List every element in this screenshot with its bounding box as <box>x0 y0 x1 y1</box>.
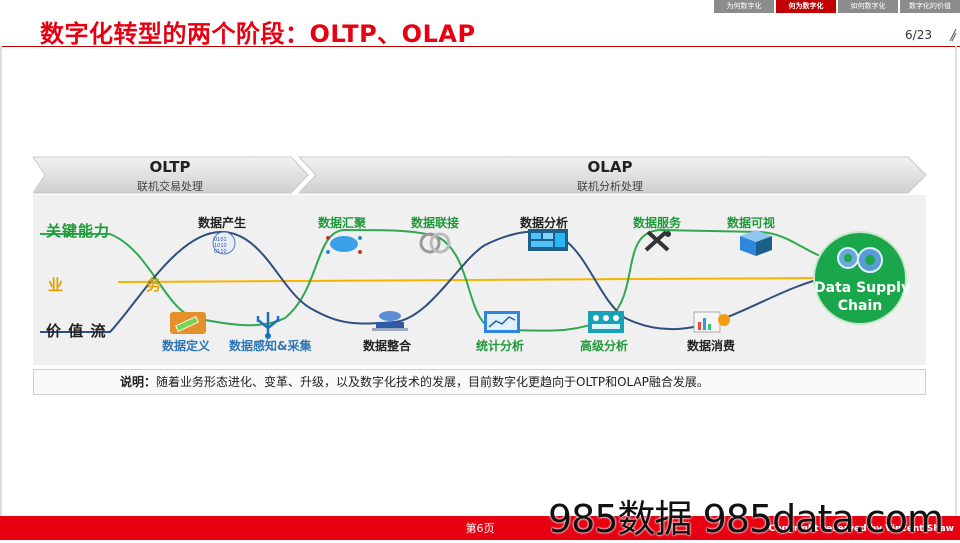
top-nav: 为何数字化 何为数字化 如何数字化 数字化的价值 <box>712 0 960 13</box>
node-advanced-analysis: 高级分析 <box>580 339 629 353</box>
node-statistical-analysis: 统计分析 <box>476 339 525 353</box>
node-data-sensing: 数据感知&采集 <box>229 339 312 353</box>
explanation-note: 说明：随着业务形态进化、变革、升级，以及数字化技术的发展，目前数字化更趋向于OL… <box>33 369 926 395</box>
page-number: 6/23 <box>905 28 932 42</box>
oltp-arrow-shape <box>33 156 309 194</box>
node-data-analysis: 数据分析 <box>520 216 569 230</box>
supply-chain-badge <box>813 231 907 325</box>
svg-text:1010: 1010 <box>214 243 227 249</box>
note-text: 随着业务形态进化、变革、升级，以及数字化技术的发展，目前数字化更趋向于OLTP和… <box>156 375 709 389</box>
supply-chain-line1: Data Supply <box>814 280 911 296</box>
olap-title: OLAP <box>587 158 633 176</box>
footer-copyright: Copyright reserved by Vincent Shaw <box>768 524 954 534</box>
note-label: 说明： <box>120 375 157 389</box>
supply-chain-label: Data Supply Chain <box>814 279 911 315</box>
capability-curve <box>40 228 836 332</box>
right-border <box>955 46 957 516</box>
nav-tab-why[interactable]: 为何数字化 <box>714 0 774 13</box>
cloud-network-icon <box>326 236 362 254</box>
svg-text:0101: 0101 <box>214 237 227 243</box>
node-data-integration: 数据整合 <box>363 339 412 353</box>
footer-page-number: 第6页 <box>465 522 495 535</box>
node-data-visualization: 数据可视 <box>727 216 776 230</box>
supply-chain-line2: Chain <box>837 298 883 314</box>
node-data-consumption: 数据消费 <box>687 339 736 353</box>
report-chart-icon <box>693 311 730 333</box>
nav-tab-value[interactable]: 数字化的价值 <box>900 0 960 13</box>
gears-icon <box>837 247 883 273</box>
binary-globe-icon: 0101 1010 0110 <box>212 231 236 255</box>
olap-arrow-shape <box>297 156 927 194</box>
node-data-definition: 数据定义 <box>162 339 211 353</box>
watermark-text: 985数据 985data.com <box>548 497 944 541</box>
pen-icon <box>170 312 206 334</box>
tools-icon <box>644 230 671 252</box>
dashboard-icon <box>528 229 568 251</box>
phase-banner <box>33 156 927 194</box>
corner-curl-icon <box>949 28 957 42</box>
row-label-value-chain: 价 值 流 <box>46 322 107 340</box>
business-line <box>117 277 821 283</box>
nav-tab-what[interactable]: 何为数字化 <box>776 0 836 13</box>
left-border <box>0 46 2 516</box>
row-label-capability: 关键能力 <box>46 222 111 240</box>
row-label-business: 业 务 <box>48 276 196 294</box>
page-title: 数字化转型的两个阶段：OLTP、OLAP <box>40 20 476 48</box>
cloud-server-icon <box>372 311 408 331</box>
footer-bar <box>0 516 960 540</box>
cube-box-icon <box>740 230 772 256</box>
olap-subtitle: 联机分析处理 <box>577 180 643 193</box>
oltp-subtitle: 联机交易处理 <box>137 180 203 193</box>
usb-trident-icon <box>256 312 280 339</box>
title-divider <box>0 46 960 47</box>
analytics-grid-icon <box>588 311 624 333</box>
node-data-linking: 数据联接 <box>411 216 460 230</box>
node-data-generation: 数据产生 <box>198 216 247 230</box>
svg-text:0110: 0110 <box>214 249 227 255</box>
nav-tab-how[interactable]: 如何数字化 <box>838 0 898 13</box>
monitor-chart-icon <box>484 311 520 333</box>
node-data-aggregation: 数据汇聚 <box>318 216 367 230</box>
node-data-service: 数据服务 <box>633 216 682 230</box>
oltp-title: OLTP <box>149 158 191 176</box>
rings-icon <box>419 232 451 254</box>
